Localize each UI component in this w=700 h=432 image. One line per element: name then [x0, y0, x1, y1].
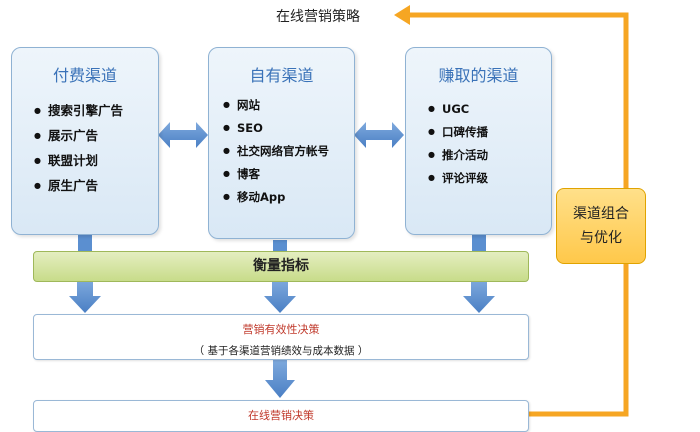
- list-item: 口碑传播: [428, 121, 488, 144]
- channel-optimization-box: 渠道组合 与优化: [556, 188, 646, 264]
- paid-channel-title: 付费渠道: [52, 66, 117, 85]
- online-decision-title: 在线营销决策: [248, 409, 314, 422]
- earned-channel-box: 赚取的渠道 UGC 口碑传播 推介活动 评论评级: [405, 47, 552, 235]
- feedback-arrowhead: [394, 5, 410, 25]
- arrow-down-right: [463, 280, 495, 313]
- list-item: 网站: [223, 94, 329, 117]
- list-item: 推介活动: [428, 144, 488, 167]
- paid-channel-box: 付费渠道 搜索引擎广告 展示广告 联盟计划 原生广告: [11, 47, 159, 235]
- effectiveness-decision-title: 营销有效性决策: [242, 323, 320, 336]
- owned-channel-list: 网站 SEO 社交网络官方帐号 博客 移动App: [223, 94, 329, 209]
- list-item: 联盟计划: [34, 148, 123, 173]
- online-marketing-strategy-label: 在线营销策略: [276, 9, 360, 25]
- list-item: SEO: [223, 117, 329, 140]
- online-decision-box: 在线营销决策: [33, 400, 529, 432]
- list-item: 博客: [223, 163, 329, 186]
- arrow-down-center: [264, 280, 296, 313]
- optimization-line-2: 与优化: [580, 230, 622, 246]
- paid-channel-list: 搜索引擎广告 展示广告 联盟计划 原生广告: [34, 98, 123, 198]
- arrow-down-decision: [265, 360, 295, 398]
- list-item: 评论评级: [428, 167, 488, 190]
- owned-channel-title: 自有渠道: [249, 66, 314, 85]
- effectiveness-decision-subtitle: （ 基于各渠道营销绩效与成本数据 ）: [193, 345, 369, 357]
- list-item: UGC: [428, 98, 488, 121]
- list-item: 展示广告: [34, 123, 123, 148]
- connector-paid-metrics: [78, 234, 92, 251]
- earned-channel-list: UGC 口碑传播 推介活动 评论评级: [428, 98, 488, 190]
- earned-channel-title: 赚取的渠道: [438, 66, 519, 85]
- effectiveness-decision-box: 营销有效性决策 （ 基于各渠道营销绩效与成本数据 ）: [33, 314, 529, 360]
- arrow-down-left: [69, 280, 101, 313]
- owned-channel-box: 自有渠道 网站 SEO 社交网络官方帐号 博客 移动App: [208, 47, 355, 239]
- list-item: 移动App: [223, 186, 329, 209]
- optimization-line-1: 渠道组合: [573, 206, 629, 222]
- list-item: 社交网络官方帐号: [223, 140, 329, 163]
- connector-owned-metrics: [273, 240, 287, 251]
- double-arrow-owned-earned: [354, 122, 404, 148]
- list-item: 搜索引擎广告: [34, 98, 123, 123]
- list-item: 原生广告: [34, 173, 123, 198]
- connector-earned-metrics: [472, 234, 486, 251]
- metrics-bar: 衡量指标: [33, 251, 529, 282]
- double-arrow-paid-owned: [158, 122, 208, 148]
